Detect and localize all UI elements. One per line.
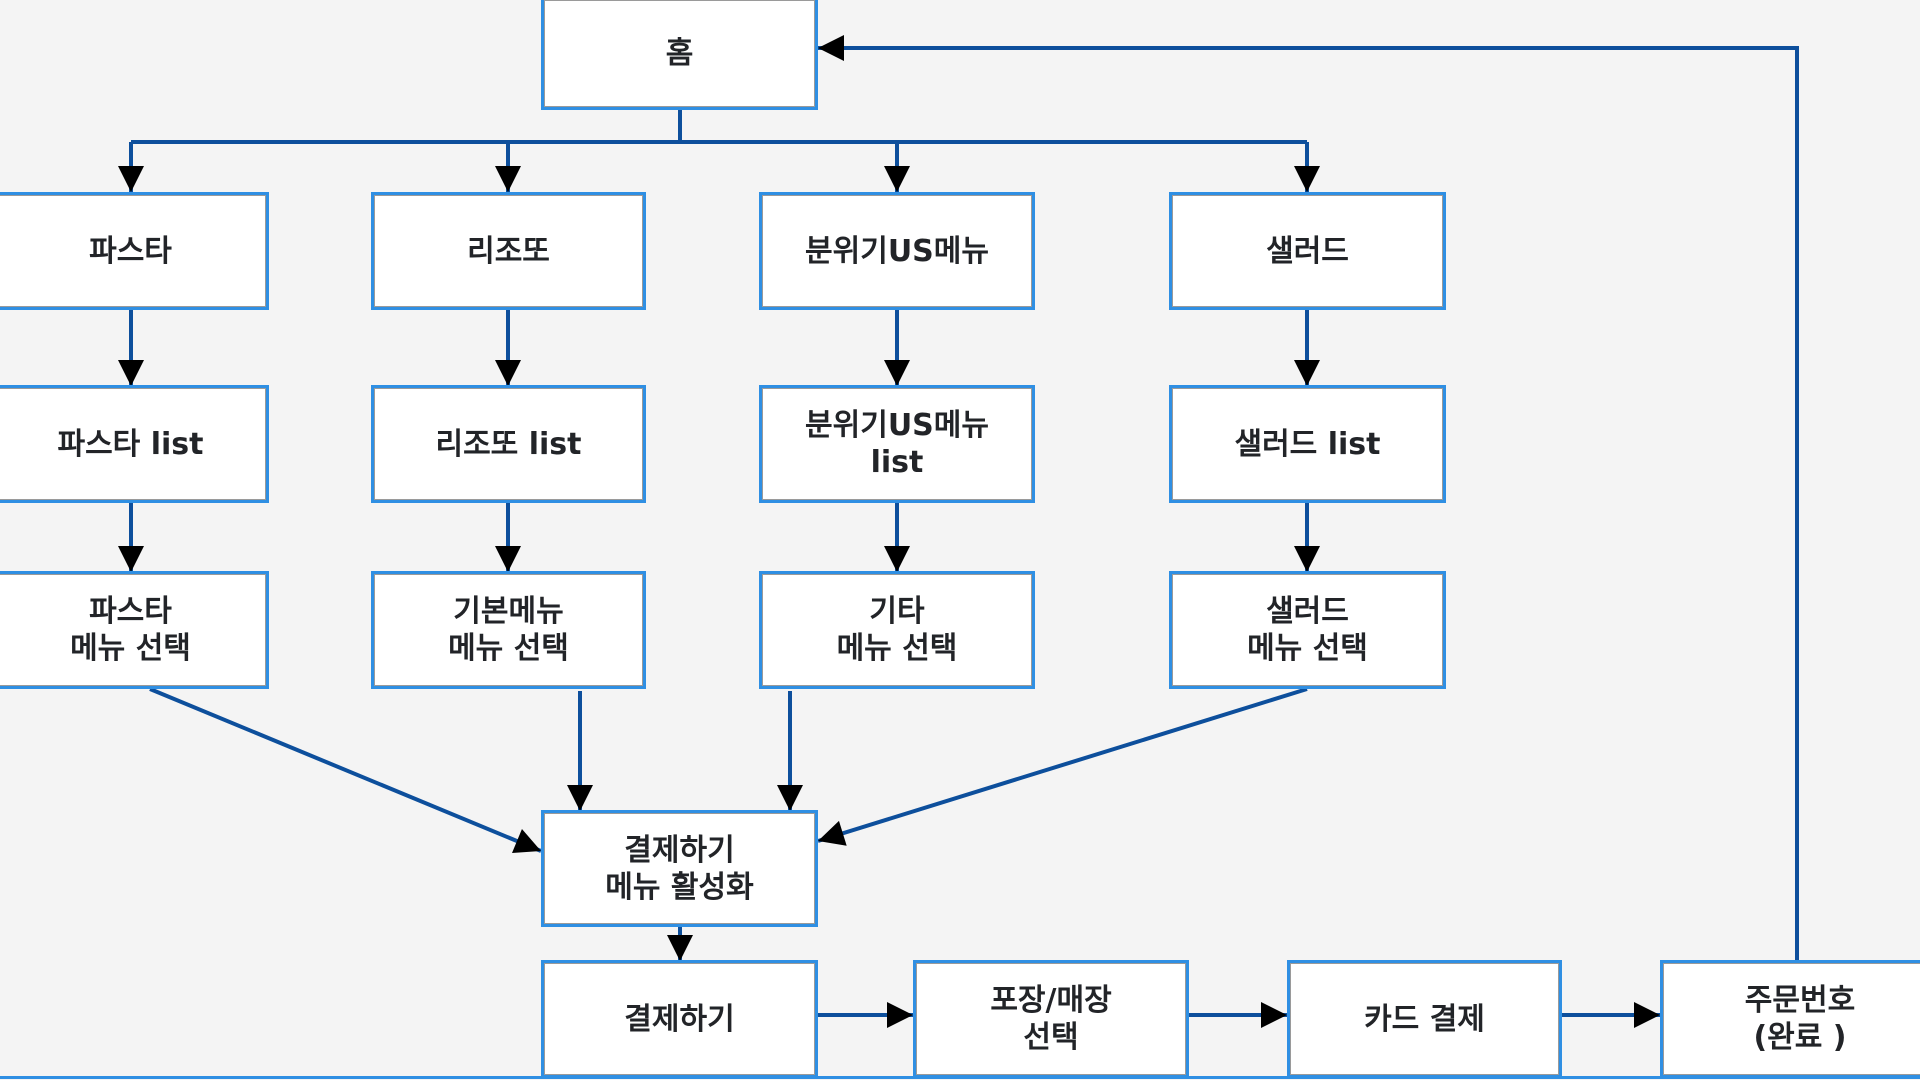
node-takeout-label: 포장/매장 선택 bbox=[990, 983, 1112, 1055]
node-pasta-list-label: 파스타 list bbox=[57, 426, 204, 462]
node-pasta-select-label: 파스타 메뉴 선택 bbox=[70, 594, 191, 666]
edge-etc-select-to-pay-activate-arrowhead bbox=[777, 785, 803, 811]
node-salad-select-label: 샐러드 메뉴 선택 bbox=[1247, 594, 1368, 666]
edge-pasta-list-to-select-arrowhead bbox=[118, 546, 144, 572]
edge-card-to-order-no-arrowhead bbox=[1634, 1002, 1660, 1028]
edge-order-no-to-home-arrowhead bbox=[818, 35, 844, 61]
node-pasta-select[interactable]: 파스타 메뉴 선택 bbox=[0, 571, 269, 689]
edge-pasta-select-to-pay-activate-arrowhead bbox=[512, 829, 541, 854]
node-risotto-list-label: 리조또 list bbox=[435, 426, 582, 462]
node-etc-select[interactable]: 기타 메뉴 선택 bbox=[759, 571, 1035, 689]
edge-risotto-to-list-arrowhead bbox=[495, 360, 521, 386]
node-card-label: 카드 결제 bbox=[1364, 1001, 1485, 1037]
edge-pasta-select-to-pay-activate-line bbox=[149, 687, 542, 853]
edge-mood-us-to-list-arrowhead bbox=[884, 360, 910, 386]
edge-pay-to-takeout-arrowhead bbox=[887, 1002, 913, 1028]
node-pay-activate-label: 결제하기 메뉴 활성화 bbox=[605, 832, 754, 905]
edge-home-to-salad-arrowhead bbox=[1294, 166, 1320, 192]
edge-basic-select-to-pay-activate-arrowhead bbox=[567, 785, 593, 811]
edge-takeout-to-card-arrowhead bbox=[1261, 1002, 1287, 1028]
node-pasta-list[interactable]: 파스타 list bbox=[0, 385, 269, 503]
node-home[interactable]: 홈 bbox=[541, 0, 818, 110]
node-salad-select[interactable]: 샐러드 메뉴 선택 bbox=[1169, 571, 1446, 689]
node-salad[interactable]: 샐러드 bbox=[1169, 192, 1446, 310]
edge-salad-select-to-pay-activate-arrowhead bbox=[818, 820, 847, 846]
edge-pasta-to-list-arrowhead bbox=[118, 360, 144, 386]
node-card[interactable]: 카드 결제 bbox=[1287, 960, 1562, 1078]
node-home-label: 홈 bbox=[665, 36, 694, 71]
node-order-no-label: 주문번호 (완료 ) bbox=[1744, 983, 1856, 1055]
node-takeout[interactable]: 포장/매장 선택 bbox=[913, 960, 1189, 1078]
edge-pay-activate-to-pay-arrowhead bbox=[667, 935, 693, 961]
edge-risotto-list-to-select-arrowhead bbox=[495, 546, 521, 572]
edge-salad-to-list-arrowhead bbox=[1294, 360, 1320, 386]
node-pasta[interactable]: 파스타 bbox=[0, 192, 269, 310]
node-basic-select[interactable]: 기본메뉴 메뉴 선택 bbox=[371, 571, 646, 689]
edge-order-no-to-home-line bbox=[818, 46, 1799, 960]
bottom-border-line bbox=[0, 1076, 1920, 1079]
node-salad-list[interactable]: 샐러드 list bbox=[1169, 385, 1446, 503]
node-mood-us[interactable]: 분위기US메뉴 bbox=[759, 192, 1035, 310]
node-salad-label: 샐러드 bbox=[1266, 233, 1349, 269]
node-pay[interactable]: 결제하기 bbox=[541, 960, 818, 1078]
node-pasta-label: 파스타 bbox=[89, 233, 172, 269]
node-pay-activate[interactable]: 결제하기 메뉴 활성화 bbox=[541, 810, 818, 927]
node-risotto-list[interactable]: 리조또 list bbox=[371, 385, 646, 503]
node-risotto[interactable]: 리조또 bbox=[371, 192, 646, 310]
edge-home-to-mood-us-arrowhead bbox=[884, 166, 910, 192]
node-etc-select-label: 기타 메뉴 선택 bbox=[836, 594, 958, 666]
node-salad-list-label: 샐러드 list bbox=[1234, 426, 1381, 462]
node-risotto-label: 리조또 bbox=[467, 233, 550, 269]
edge-salad-list-to-select-arrowhead bbox=[1294, 546, 1320, 572]
node-mood-us-label: 분위기US메뉴 bbox=[805, 233, 989, 269]
node-mood-us-list-label: 분위기US메뉴 list bbox=[805, 408, 989, 480]
edge-home-to-risotto-arrowhead bbox=[495, 166, 521, 192]
node-order-no[interactable]: 주문번호 (완료 ) bbox=[1660, 960, 1920, 1078]
node-basic-select-label: 기본메뉴 메뉴 선택 bbox=[448, 594, 569, 666]
edge-mood-us-list-to-select-arrowhead bbox=[884, 546, 910, 572]
edge-home-to-pasta-arrowhead bbox=[118, 166, 144, 192]
node-mood-us-list[interactable]: 분위기US메뉴 list bbox=[759, 385, 1035, 503]
edge-salad-select-to-pay-activate-line bbox=[817, 687, 1308, 843]
node-pay-label: 결제하기 bbox=[624, 1001, 735, 1037]
